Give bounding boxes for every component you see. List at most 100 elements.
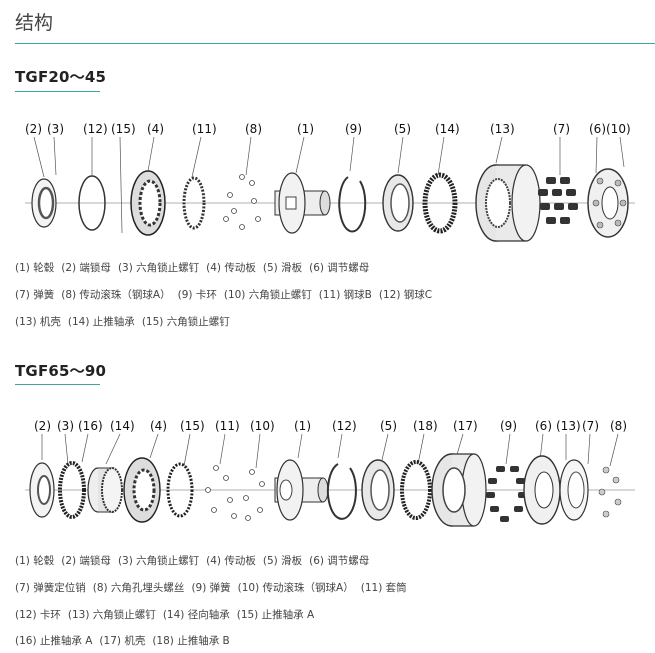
housing-part [475,164,541,242]
legend-row-4: (16) 止推轴承 A(17) 机壳(18) 止推轴承 B [15,633,237,648]
sleeves-part [205,465,237,519]
thrust-bearing-a-part [166,462,194,518]
legend-item: (14) 止推轴承 [67,316,135,328]
callout-15: (15) [111,122,136,136]
callout-2: (2) [34,419,51,433]
legend-item: (13) 机壳 [15,316,61,328]
callout-3: (3) [57,419,74,433]
legend-row-3: (12) 卡环 (13) 六角锁止螺钉 (14) 径向轴承 (15) 止推轴承 A [15,607,321,622]
callout-8: (8) [245,122,262,136]
legend-item: (7) 弹簧 [15,289,55,301]
legend-item: (2) 端锁母 [61,555,111,567]
legend-item: (9) 卡环 [177,289,217,301]
springs-part [486,466,527,522]
callout-1: (1) [294,419,311,433]
section-title-tgf65-90: TGF65～90 [15,362,107,380]
callout-6: (6) [589,122,606,136]
legend-item: (18) 止推轴承 B [152,635,230,647]
legend-row-1: (1) 轮毂 (2) 端锁母 (3) 六角锁止螺钉 (4) 传动板 (5) 滑板 (6) … [15,553,376,568]
snap-ring-part [326,463,357,520]
housing-part [431,453,487,527]
callout-7: (7) [582,419,599,433]
legend-item: (3) 六角锁止螺钉 [117,262,200,274]
legend-row-3: (13) 机壳 (14) 止推轴承 (15) 六角锁止螺钉 [15,314,237,329]
legend-item: (4) 传动板 [206,262,256,274]
callout-7: (7) [553,122,570,136]
legend-item: (12) 卡环 [15,609,61,621]
thrust-bearing-b-part [400,460,432,520]
leader-lines [33,136,625,234]
callout-13: (13) [490,122,515,136]
legend-item: (3) 六角锁止螺钉 [117,555,200,567]
callout-1: (1) [297,122,314,136]
legend-item: (12) 钢球C [378,289,433,301]
callout-11: (11) [215,419,240,433]
callout-2: (2) [25,122,42,136]
header-divider [15,43,655,44]
callout-8: (8) [610,419,627,433]
socket-screws-part [598,466,622,518]
callout-12: (12) [332,419,357,433]
callout-16: (16) [78,419,103,433]
callout-5: (5) [380,419,397,433]
legend-item: (15) 止推轴承 A [236,609,315,621]
legend-item: (4) 传动板 [206,555,256,567]
springs-part [538,177,578,224]
callout-9: (9) [500,419,517,433]
callout-11: (11) [192,122,217,136]
legend-row-2: (7) 弹簧 (8) 传动滚珠（钢球A） (9) 卡环 (10) 六角锁止螺钉 (11)… [15,287,439,302]
callout-13: (13) [556,419,581,433]
exploded-diagram-tgf65-90: (2) (3) (16) (14) (4) (15) (11) (10) (1)… [20,412,640,537]
legend-item: (6) 调节螺母 [309,262,370,274]
drive-balls-part [243,469,265,521]
callout-10: (10) [250,419,275,433]
legend-item: (5) 滑板 [262,262,303,274]
callout-15: (15) [180,419,205,433]
ball-c-ring-part [78,175,106,231]
callout-9: (9) [345,122,362,136]
callout-18: (18) [413,419,438,433]
section-underline [15,384,100,385]
legend-row-1: (1) 轮毂 (2) 端锁母 (3) 六角锁止螺钉 (4) 传动板 (5) 滑板 (6) … [15,260,376,275]
ball-b-ring-part [182,176,206,230]
legend-item: (2) 端锁母 [61,262,111,274]
radial-bearing-part [87,467,123,513]
legend-item: (16) 止推轴承 A [15,635,93,647]
callout-5: (5) [394,122,411,136]
legend-item: (10) 六角锁止螺钉 [223,289,312,301]
legend-item: (8) 传动滚珠（钢球A） [61,289,171,301]
drive-balls-part [223,174,261,230]
legend-item: (1) 轮毂 [15,262,55,274]
callout-3: (3) [47,122,64,136]
hub-part [274,459,329,521]
legend-item: (9) 弹簧 [191,582,231,594]
callout-10: (10) [606,122,631,136]
callout-4: (4) [147,122,164,136]
legend-item: (15) 六角锁止螺钉 [141,316,230,328]
legend-item: (8) 六角孔埋头螺丝 [92,582,185,594]
legend-item: (11) 套筒 [360,582,407,594]
exploded-diagram-tgf20-45: (2) (3) (12) (15) (4) (11) (8) (1) (9) (… [20,115,640,245]
hub-part [274,172,331,234]
legend-item: (7) 弹簧定位销 [15,582,86,594]
legend-item: (14) 径向轴承 [162,609,230,621]
exploded-diagram-svg: (2) (3) (16) (14) (4) (15) (11) (10) (1)… [25,419,635,527]
snap-ring-part [338,176,367,233]
legend-item: (5) 滑板 [262,555,303,567]
legend-item: (1) 轮毂 [15,555,55,567]
callout-14: (14) [110,419,135,433]
section-title-tgf20-45: TGF20～45 [15,68,107,86]
legend-item: (13) 六角锁止螺钉 [67,609,156,621]
callout-4: (4) [150,419,167,433]
thrust-bearing-part [422,172,458,234]
section-underline [15,91,100,92]
legend-row-2: (7) 弹簧定位销(8) 六角孔埋头螺丝(9) 弹簧(10) 传动滚珠（钢球A）… [15,580,414,595]
callout-6: (6) [535,419,552,433]
legend-item: (6) 调节螺母 [309,555,370,567]
callout-12: (12) [83,122,108,136]
callout-14: (14) [435,122,460,136]
legend-item: (11) 钢球B [318,289,372,301]
page-title: 结构 [15,12,54,34]
leader-lines [41,433,619,469]
callout-17: (17) [453,419,478,433]
